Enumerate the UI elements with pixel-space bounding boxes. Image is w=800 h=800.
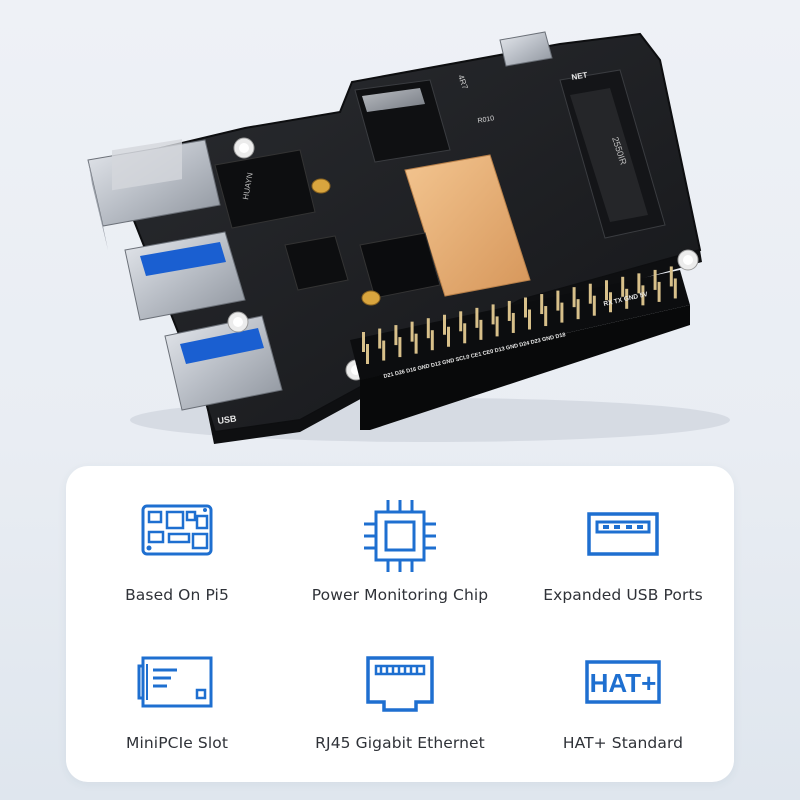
gpio-pin: [556, 290, 560, 311]
gpio-pin: [605, 280, 608, 301]
gpio-pin: [637, 273, 641, 294]
gpio-pin: [511, 312, 515, 333]
gpio-pin: [475, 307, 479, 328]
gpio-pin: [414, 333, 418, 354]
gpio-pin: [576, 299, 580, 320]
feature-label: Expanded USB Ports: [543, 586, 703, 604]
gpio-pin: [544, 306, 548, 327]
gpio-pin: [609, 292, 612, 313]
gpio-pin: [491, 304, 495, 325]
gpio-pin: [398, 337, 402, 358]
feature-label: Based On Pi5: [125, 586, 229, 604]
gpio-pin: [524, 297, 527, 318]
gpio-pin: [394, 325, 398, 346]
gpio-pin: [366, 344, 369, 364]
gpio-pin: [362, 332, 365, 352]
feature-expanded-usb-ports: Expanded USB Ports: [512, 496, 734, 604]
feature-label: RJ45 Gigabit Ethernet: [315, 734, 485, 752]
feature-label: MiniPCIe Slot: [125, 734, 229, 752]
gpio-pin: [621, 276, 625, 297]
silk-net: NET: [571, 70, 588, 82]
feature-based-on-pi5: Based On Pi5: [66, 496, 288, 604]
gpio-pin: [382, 340, 386, 361]
usb-port-upper: [124, 231, 246, 321]
rj45-connector: [87, 139, 221, 250]
silk-usb: USB: [217, 413, 238, 426]
chip-icon: [364, 500, 436, 572]
gpio-pin: [410, 321, 414, 342]
gpio-pin: [378, 328, 382, 349]
usb-port-icon: [587, 512, 659, 556]
gpio-pin: [426, 318, 430, 339]
gpio-pin: [592, 295, 596, 316]
feature-power-monitoring-chip: Power Monitoring Chip: [289, 496, 511, 604]
hat-board-illustration: USB NET 4R7 R010 HUAYN 2550IR RX TX GND …: [87, 31, 730, 444]
feature-hat-plus-standard: HAT+ HAT+ Standard: [512, 644, 734, 752]
gpio-pin: [430, 330, 434, 351]
hat-plus-text: HAT+: [590, 668, 657, 698]
product-photo: USB NET 4R7 R010 HUAYN 2550IR RX TX GND …: [87, 31, 730, 444]
copper-pad: [404, 154, 531, 297]
gpio-pin: [463, 323, 467, 344]
gpio-header: [350, 266, 690, 430]
feature-label: HAT+ Standard: [562, 734, 684, 752]
gpio-pin: [447, 326, 450, 347]
gpio-pin: [507, 300, 511, 321]
hat-plus-icon: HAT+: [585, 660, 661, 704]
silk-rd: R010: [477, 115, 495, 125]
gpio-pin: [588, 283, 592, 304]
gpio-pin: [443, 314, 446, 335]
raspberry-pi-board-icon: [141, 504, 213, 556]
gpio-pin: [459, 311, 463, 332]
gpio-pin: [572, 287, 576, 308]
ethernet-port-icon: [366, 656, 434, 712]
gpio-pin: [653, 269, 657, 290]
gpio-pin: [669, 266, 673, 287]
gpio-pin: [495, 316, 499, 337]
gpio-pin: [540, 294, 544, 315]
gpio-pin: [528, 309, 531, 330]
gpio-pin: [479, 319, 483, 340]
gpio-pin: [641, 285, 645, 306]
minipcie-card-icon: [137, 656, 213, 708]
gpio-pin: [560, 302, 564, 323]
gpio-pin: [673, 278, 677, 299]
gpio-pin: [625, 288, 629, 309]
feature-minipcie-slot: MiniPCIe Slot: [66, 644, 288, 752]
gpio-pin: [657, 281, 661, 302]
feature-card: Based On Pi5 Power Monitoring Chip Expan…: [66, 466, 734, 782]
feature-label: Power Monitoring Chip: [311, 586, 489, 604]
feature-rj45-gigabit-ethernet: RJ45 Gigabit Ethernet: [289, 644, 511, 752]
